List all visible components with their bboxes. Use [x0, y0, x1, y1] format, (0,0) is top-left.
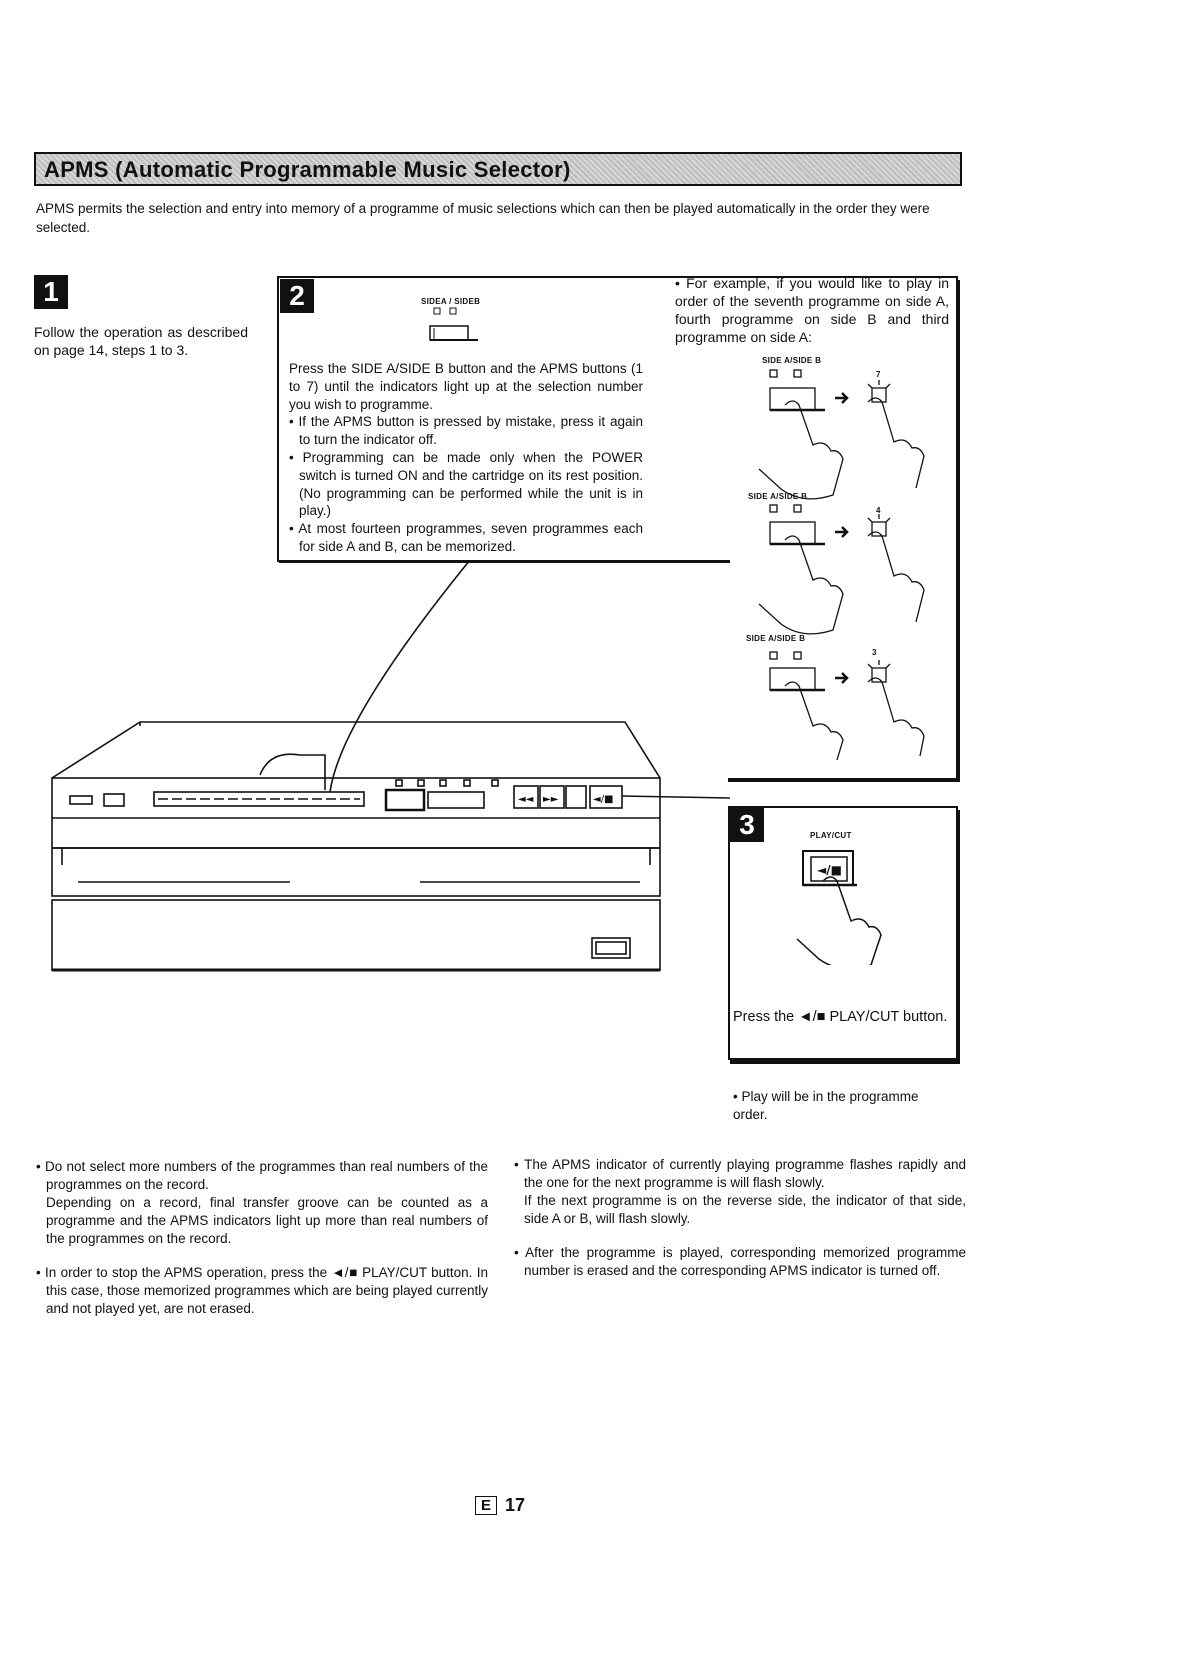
note-item: • Do not select more numbers of the prog…	[36, 1159, 488, 1192]
example-number: 4	[876, 506, 881, 515]
example-number: 7	[876, 370, 881, 379]
side-ab-button-illustration	[429, 307, 478, 341]
play-note: • Play will be in the programme order.	[733, 1089, 919, 1122]
notes-left: • Do not select more numbers of the prog…	[36, 1158, 488, 1318]
page-number: E 17	[475, 1495, 525, 1516]
play-cut-label: PLAY/CUT	[810, 831, 852, 840]
intro-paragraph: APMS permits the selection and entry int…	[36, 201, 930, 235]
note-item: • After the programme is played, corresp…	[514, 1245, 966, 1278]
svg-text:◄◄: ◄◄	[518, 794, 534, 805]
step-3-text: Press the ◄/■ PLAY/CUT button.	[733, 1009, 948, 1025]
play-cut-press-illustration: ◄/■	[796, 850, 882, 965]
step-1-badge: 1	[34, 275, 68, 309]
step-2-bullet: • If the APMS button is pressed by mista…	[289, 414, 643, 448]
note-item: • The APMS indicator of currently playin…	[514, 1157, 966, 1190]
note-item-extra: If the next programme is on the reverse …	[524, 1193, 966, 1226]
step-1-text: Follow the operation as described on pag…	[34, 324, 248, 358]
box-shadow	[956, 810, 960, 1062]
box-shadow	[728, 778, 960, 782]
note-item: • In order to stop the APMS operation, p…	[36, 1265, 488, 1316]
section-title: APMS (Automatic Programmable Music Selec…	[44, 157, 571, 182]
box-shadow	[956, 280, 960, 782]
example-text: • For example, if you would like to play…	[675, 275, 949, 345]
example-side-label: SIDE A/SIDE B	[748, 492, 808, 501]
example-side-label: SIDE A/SIDE B	[746, 634, 806, 643]
step-2-badge: 2	[280, 279, 314, 313]
box-shadow	[730, 1060, 960, 1064]
note-item-extra: Depending on a record, final transfer gr…	[46, 1195, 488, 1246]
example-number: 3	[872, 648, 877, 657]
section-title-bar: APMS (Automatic Programmable Music Selec…	[34, 152, 962, 186]
page-number-value: 17	[505, 1495, 526, 1515]
notes-right: • The APMS indicator of currently playin…	[514, 1156, 966, 1280]
svg-text:◄/■: ◄/■	[593, 794, 614, 805]
example-side-label: SIDE A/SIDE B	[762, 356, 822, 365]
step-3-badge: 3	[730, 808, 764, 842]
step-2-bullet: • Programming can be made only when the …	[289, 449, 643, 519]
svg-text:►►: ►►	[543, 794, 559, 805]
step-2-instructions: Press the SIDE A/SIDE B button and the A…	[289, 360, 643, 556]
turntable-illustration: ◄◄ ►► ◄/■	[51, 560, 731, 972]
step-2-bullet: • At most fourteen programmes, seven pro…	[289, 521, 644, 554]
hand-press-illustrations	[758, 369, 925, 761]
side-ab-label: SIDEA / SIDEB	[421, 297, 481, 306]
language-badge: E	[475, 1496, 498, 1515]
play-cut-symbol: ◄/■	[817, 863, 842, 877]
step-2-main-text: Press the SIDE A/SIDE B button and the A…	[289, 361, 643, 412]
box-shadow	[279, 560, 730, 563]
